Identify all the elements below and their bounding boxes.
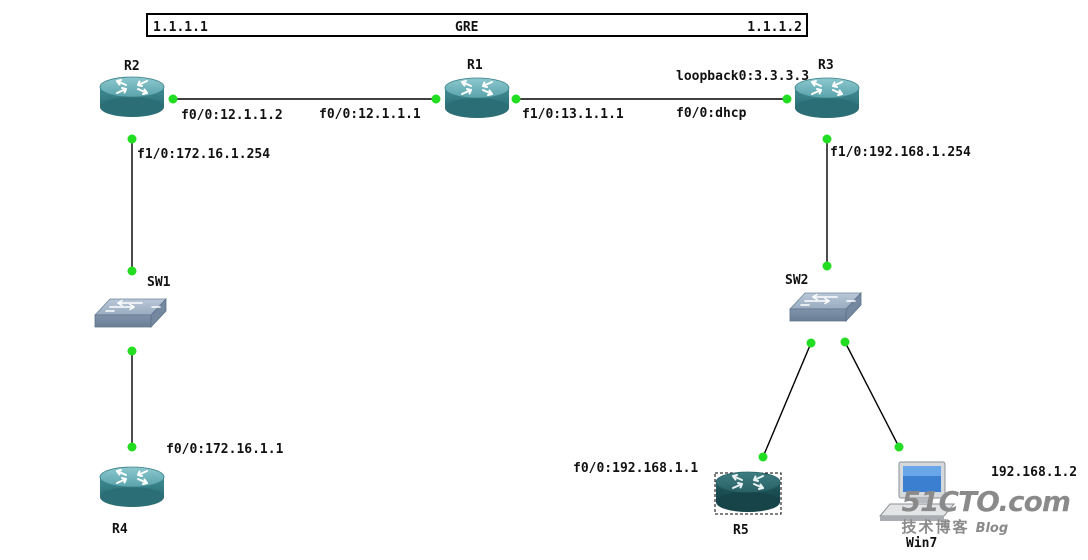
watermark-logo: 51CTO.com: [901, 485, 1071, 518]
gre-title: GRE: [455, 20, 479, 35]
label-r2: R2: [124, 59, 140, 74]
port-r3-f00[interactable]: [782, 94, 792, 104]
ports: [127, 94, 904, 462]
iface-r2-f10: f1/0:172.16.1.254: [137, 147, 271, 162]
label-r5: R5: [733, 523, 749, 538]
watermark-blog: Blog: [975, 521, 1009, 536]
port-r1-f10[interactable]: [511, 94, 521, 104]
label-sw2: SW2: [785, 273, 809, 288]
port-sw2-up[interactable]: [822, 261, 832, 271]
router-r5-selected[interactable]: [714, 471, 782, 515]
gre-left-ip: 1.1.1.1: [153, 20, 208, 35]
iface-r1-f10: f1/0:13.1.1.1: [522, 107, 624, 122]
port-r2-f10[interactable]: [127, 134, 137, 144]
port-r5-f00[interactable]: [758, 452, 768, 462]
port-r1-f00[interactable]: [431, 94, 441, 104]
gre-right-ip: 1.1.1.2: [747, 20, 802, 35]
pc-win7-icon[interactable]: [878, 461, 956, 521]
iface-r3-f00: f0/0:dhcp: [676, 106, 747, 121]
label-r4: R4: [112, 522, 128, 537]
port-r2-f00[interactable]: [168, 94, 178, 104]
switch-sw2-icon[interactable]: [789, 292, 862, 322]
watermark: 51CTO.com 技术博客 Blog: [901, 485, 1071, 536]
port-sw2-win7[interactable]: [840, 337, 850, 347]
port-win7[interactable]: [894, 442, 904, 452]
links: [131, 98, 900, 458]
router-r4-icon[interactable]: [99, 466, 165, 508]
port-r4-f00[interactable]: [127, 442, 137, 452]
router-r1-icon[interactable]: [444, 77, 510, 119]
router-r2-icon[interactable]: [99, 76, 165, 118]
label-sw1: SW1: [147, 275, 171, 290]
iface-r3-loopback: loopback0:3.3.3.3: [676, 69, 810, 84]
gre-tunnel-box: 1.1.1.1 GRE 1.1.1.2: [146, 13, 808, 37]
iface-r3-f10: f1/0:192.168.1.254: [830, 145, 971, 160]
port-sw1-down[interactable]: [127, 346, 137, 356]
iface-win7-ip: 192.168.1.2: [991, 465, 1078, 480]
iface-r1-f00: f0/0:12.1.1.1: [319, 107, 421, 122]
link-sw2-r5[interactable]: [762, 342, 812, 458]
switch-sw1-icon[interactable]: [94, 298, 167, 328]
iface-r4-f00: f0/0:172.16.1.1: [166, 442, 284, 457]
port-r3-f10[interactable]: [822, 134, 832, 144]
router-r3-icon[interactable]: [794, 77, 860, 119]
label-r3: R3: [818, 58, 834, 73]
iface-r2-f00: f0/0:12.1.1.2: [181, 108, 283, 123]
label-win7: Win7: [906, 536, 938, 551]
watermark-tagline: 技术博客: [901, 518, 970, 536]
watermark-tagline-row: 技术博客 Blog: [901, 518, 1070, 536]
iface-r5-f00: f0/0:192.168.1.1: [573, 461, 699, 476]
port-sw1-up[interactable]: [127, 266, 137, 276]
port-sw2-r5[interactable]: [806, 338, 816, 348]
router-r5-icon[interactable]: [715, 471, 781, 513]
label-r1: R1: [467, 58, 483, 73]
link-sw2-win7[interactable]: [844, 341, 900, 448]
